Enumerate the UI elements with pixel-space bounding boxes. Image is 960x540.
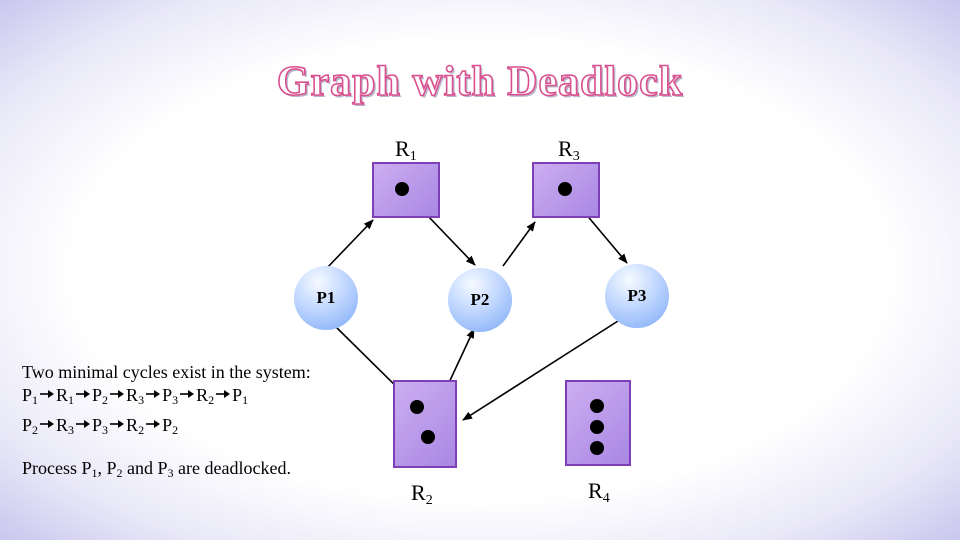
cycle-term-sub: 3 <box>68 423 75 437</box>
cycle-arrow-icon <box>216 390 231 398</box>
cycles-heading: Two minimal cycles exist in the system: <box>22 362 311 382</box>
resource-instance <box>421 430 435 444</box>
resource-label-r2: R2 <box>411 480 433 508</box>
page-title: Graph with Deadlock <box>276 58 684 106</box>
cycle-term: P <box>92 385 103 405</box>
process-p1: P1 <box>294 266 358 330</box>
edge-p1-r1 <box>324 219 374 271</box>
edge-p2-r3 <box>502 221 536 267</box>
cycle-term-sub: 2 <box>172 423 179 437</box>
cycle-term-sub: 1 <box>68 393 75 407</box>
cycle-term-sub: 2 <box>138 423 145 437</box>
cycle-term: R <box>56 415 69 435</box>
resource-label-r1: R1 <box>395 136 417 164</box>
process-label: P1 <box>316 288 336 307</box>
resource-instance <box>410 400 424 414</box>
cycle-term: P <box>162 415 173 435</box>
cycle-term: P <box>22 385 33 405</box>
cycle-term: P <box>232 385 243 405</box>
cycle-term: R <box>126 415 139 435</box>
cycle-term-sub: 2 <box>208 393 215 407</box>
cycle-term-sub: 1 <box>242 393 249 407</box>
cycle-arrow-icon <box>110 420 125 428</box>
cycle-arrow-icon <box>146 420 161 428</box>
resource-r2 <box>393 380 457 468</box>
resource-instance <box>558 182 572 196</box>
resource-label-r4: R4 <box>588 478 610 506</box>
process-p2: P2 <box>448 268 512 332</box>
cycle-term-sub: 2 <box>32 423 39 437</box>
cycle-arrow-icon <box>40 420 55 428</box>
resource-r4 <box>565 380 631 466</box>
cycle-arrow-icon <box>40 390 55 398</box>
cycle-term: P <box>162 385 173 405</box>
process-p3: P3 <box>605 264 669 328</box>
process-label: P2 <box>470 290 490 309</box>
cycle-term-sub: 1 <box>32 393 39 407</box>
resource-label-r3: R3 <box>558 136 580 164</box>
resource-r3 <box>532 162 600 218</box>
resource-instance <box>395 182 409 196</box>
cycle-term-sub: 3 <box>172 393 179 407</box>
process-label: P3 <box>627 286 647 305</box>
resource-instance <box>590 441 604 455</box>
cycle-term: P <box>92 415 103 435</box>
resource-r1 <box>372 162 440 218</box>
cycle-term: R <box>196 385 209 405</box>
deadlock-statement: Process P1, P2 and P3 are deadlocked. <box>22 458 291 480</box>
cycle-arrow-icon <box>76 390 91 398</box>
cycle-term: R <box>56 385 69 405</box>
resource-instance <box>590 420 604 434</box>
edge-p3-r2 <box>462 320 619 421</box>
cycle-term-sub: 3 <box>102 423 109 437</box>
cycle-term: R <box>126 385 139 405</box>
cycle-term-sub: 3 <box>138 393 145 407</box>
cycle-arrow-icon <box>76 420 91 428</box>
cycle-term: P <box>22 415 33 435</box>
cycle-arrow-icon <box>146 390 161 398</box>
cycle-term-sub: 2 <box>102 393 109 407</box>
cycle-arrow-icon <box>180 390 195 398</box>
cycle-arrow-icon <box>110 390 125 398</box>
resource-instance <box>590 399 604 413</box>
